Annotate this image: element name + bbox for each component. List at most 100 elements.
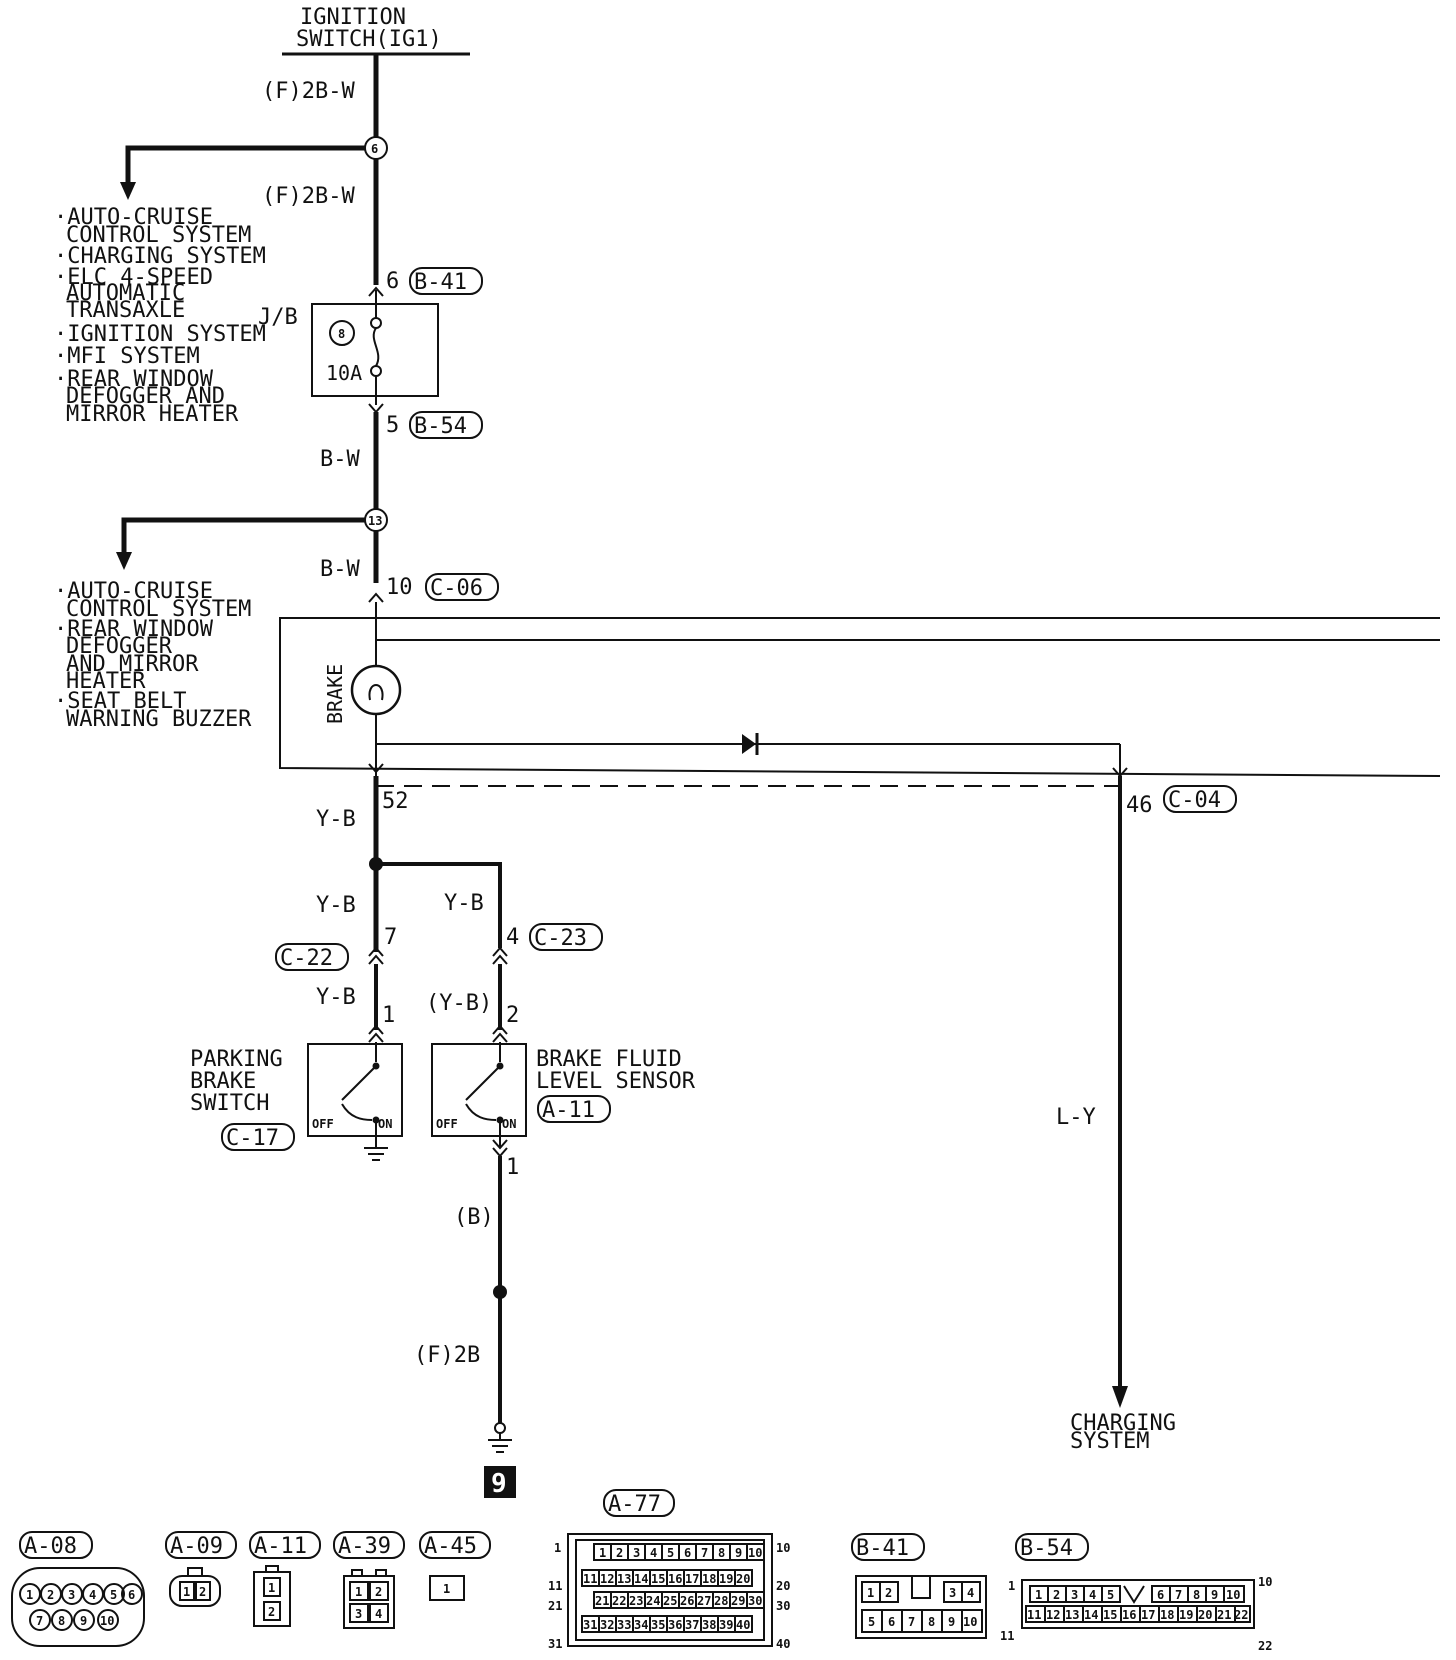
- ground-number: 9: [491, 1469, 507, 1499]
- svg-text:20: 20: [1198, 1608, 1212, 1622]
- branch2-list: ·AUTO-CRUISE CONTROL SYSTEM ·REAR WINDOW…: [54, 579, 252, 732]
- source-label-line2: SWITCH(IG1): [296, 27, 442, 52]
- legend-label-a09: A-09: [170, 1534, 223, 1559]
- fluid-sensor-line1: BRAKE FLUID: [536, 1047, 682, 1072]
- fuse-terminal-bottom: [370, 365, 382, 377]
- b54-side-numbers: 1 10 11 22: [1000, 1575, 1272, 1653]
- branch2-item-0: ·AUTO-CRUISE: [54, 579, 213, 604]
- connector-tag-c06: [425, 573, 499, 601]
- svg-text:16: 16: [668, 1572, 682, 1586]
- svg-text:39: 39: [719, 1618, 733, 1632]
- svg-text:15: 15: [1103, 1608, 1117, 1622]
- wire-label-ly: L-Y: [1056, 1105, 1096, 1130]
- legend-tag-a11: [249, 1531, 321, 1559]
- connector-tag-b54: [409, 411, 483, 439]
- wire-label-2bw-top: (F)2B-W: [262, 79, 355, 104]
- ground-terminal: [494, 1422, 506, 1434]
- svg-text:23: 23: [629, 1594, 643, 1608]
- a77-row2: 11 12 13 14 15 16 17 18 19 20: [581, 1569, 753, 1587]
- pin-7: 7: [384, 925, 397, 950]
- branch1-item-1: CONTROL SYSTEM: [66, 223, 251, 248]
- svg-text:3: 3: [633, 1546, 640, 1560]
- svg-text:20: 20: [776, 1579, 790, 1593]
- svg-text:5: 5: [667, 1546, 674, 1560]
- svg-text:24: 24: [646, 1594, 660, 1608]
- a77-row3: 21 22 23 24 25 26 27 28 29 30: [593, 1591, 765, 1609]
- svg-text:18: 18: [1160, 1608, 1174, 1622]
- svg-text:14: 14: [634, 1572, 648, 1586]
- svg-text:10: 10: [963, 1615, 977, 1629]
- branch1-list: ·AUTO-CRUISE CONTROL SYSTEM ·CHARGING SY…: [54, 205, 266, 427]
- branch-arrow-1: [120, 182, 136, 200]
- svg-text:15: 15: [651, 1572, 665, 1586]
- connector-arrow-c22-a: [368, 946, 384, 957]
- a11-pins: 1 2: [263, 1577, 281, 1621]
- fluid-sensor-off: OFF: [436, 1117, 458, 1131]
- b54-row2: 11 12 13 14 15 16 17 18 19 20 21 22: [1025, 1605, 1251, 1623]
- svg-text:2: 2: [268, 1605, 275, 1619]
- connector-label-b54: B-54: [414, 414, 467, 439]
- svg-text:1: 1: [554, 1541, 561, 1555]
- branch2-item-7: WARNING BUZZER: [66, 707, 252, 732]
- pin-10: 10: [386, 575, 413, 600]
- svg-text:6: 6: [1157, 1588, 1164, 1602]
- connector-tag-a11: [537, 1095, 611, 1123]
- branch1-item-6: ·IGNITION SYSTEM: [54, 322, 266, 347]
- connector-arrow-switch-b: [368, 1032, 384, 1043]
- wire-label-yb-2: Y-B: [316, 893, 356, 918]
- fluid-sensor-actuator: [465, 1103, 497, 1121]
- connector-arrow-switch-a: [368, 1024, 384, 1035]
- branch-arrow-2: [116, 552, 132, 570]
- wire-label-bw-2: B-W: [320, 557, 360, 582]
- fuse-number: 8: [338, 327, 345, 341]
- connector-arrow-c23-a: [492, 946, 508, 957]
- svg-text:14: 14: [1084, 1608, 1098, 1622]
- legend-tag-b41: [851, 1533, 925, 1561]
- branch2-item-5: HEATER: [66, 669, 146, 694]
- parking-switch-on: ON: [378, 1117, 392, 1131]
- fuse-number-circle: [329, 320, 355, 346]
- connector-arrow-sensor-b: [492, 1032, 508, 1043]
- wire-label-f2b: (F)2B: [414, 1343, 480, 1368]
- svg-text:8: 8: [1193, 1588, 1200, 1602]
- ground-number-badge: [484, 1466, 516, 1498]
- svg-text:9: 9: [1211, 1588, 1218, 1602]
- branch1-item-0: ·AUTO-CRUISE: [54, 205, 213, 230]
- svg-text:4: 4: [375, 1607, 382, 1621]
- svg-text:6: 6: [128, 1588, 135, 1602]
- connector-label-c04: C-04: [1168, 788, 1221, 813]
- pin-1a: 1: [382, 1003, 395, 1028]
- ground-icon: [488, 1433, 512, 1453]
- pin-2: 2: [506, 1003, 519, 1028]
- meter-box: [279, 617, 1441, 777]
- svg-text:1: 1: [1008, 1579, 1015, 1593]
- svg-text:38: 38: [702, 1618, 716, 1632]
- svg-text:2: 2: [616, 1546, 623, 1560]
- svg-text:4: 4: [1089, 1588, 1096, 1602]
- branch2-item-2: ·REAR WINDOW: [54, 617, 214, 642]
- svg-text:16: 16: [1122, 1608, 1136, 1622]
- svg-text:34: 34: [634, 1618, 648, 1632]
- charging-line2: SYSTEM: [1070, 1429, 1149, 1454]
- parking-switch-line3: SWITCH: [190, 1091, 269, 1116]
- pin-5: 5: [386, 413, 399, 438]
- legend-connector-a08: [11, 1567, 145, 1647]
- svg-text:33: 33: [617, 1618, 631, 1632]
- svg-text:2: 2: [885, 1586, 892, 1600]
- pin-4: 4: [506, 925, 519, 950]
- legend-label-a39: A-39: [338, 1534, 391, 1559]
- svg-text:21: 21: [1217, 1608, 1231, 1622]
- svg-text:22: 22: [1258, 1639, 1272, 1653]
- a77-row1: 1 2 3 4 5 6 7 8 9 10: [593, 1543, 765, 1561]
- svg-text:2: 2: [375, 1585, 382, 1599]
- connector-label-c23: C-23: [534, 926, 587, 951]
- parking-switch-line1: PARKING: [190, 1047, 283, 1072]
- connector-label-c17: C-17: [226, 1126, 279, 1151]
- branch2-item-6: ·SEAT BELT: [54, 689, 186, 714]
- svg-text:13: 13: [1065, 1608, 1079, 1622]
- branch1-item-2: ·CHARGING SYSTEM: [54, 244, 266, 269]
- source-label-line1: IGNITION: [300, 5, 406, 30]
- pin-1b: 1: [506, 1155, 519, 1180]
- branch-wire-2: [121, 517, 365, 556]
